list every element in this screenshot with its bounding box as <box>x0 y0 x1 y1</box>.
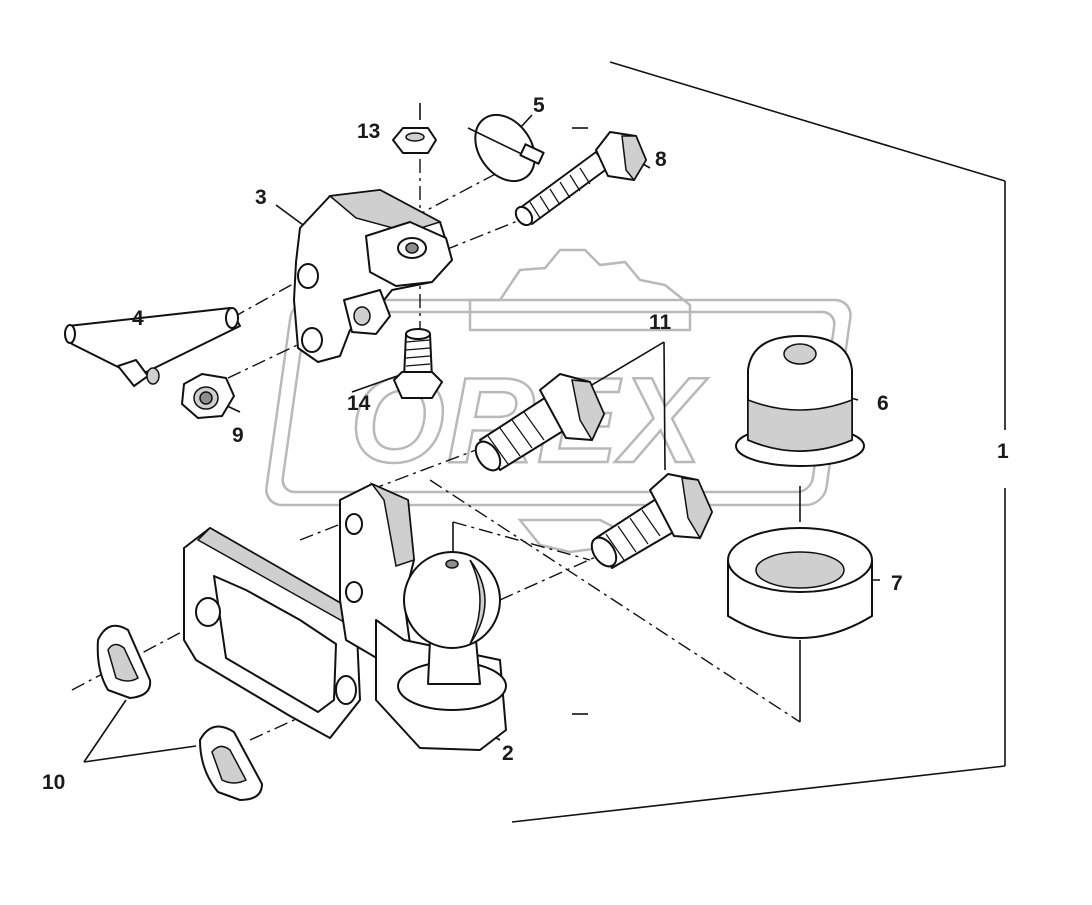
callout-13: 13 <box>357 120 380 143</box>
part-13-nut <box>392 127 437 154</box>
part-7-ring <box>727 527 873 639</box>
callout-1: 1 <box>997 440 1009 463</box>
callout-7: 7 <box>891 572 903 595</box>
part-5-lock-pin <box>467 113 545 183</box>
part-10-washer-lower <box>199 725 263 801</box>
callout-3: 3 <box>255 186 267 209</box>
assembly-bracket <box>511 61 1006 823</box>
callout-2: 2 <box>502 742 514 765</box>
watermark-gear <box>468 248 692 332</box>
part-3-clevis <box>293 189 453 363</box>
part-8-bolt <box>514 131 647 227</box>
part-2-tow-hitch <box>183 482 507 751</box>
callout-9: 9 <box>232 424 244 447</box>
callout-10: 10 <box>42 771 65 794</box>
callout-8: 8 <box>655 148 667 171</box>
part-4-pin <box>64 307 241 387</box>
callout-labels: 1 2 3 4 5 6 7 8 9 10 11 13 14 <box>42 94 1009 794</box>
callout-6: 6 <box>877 392 889 415</box>
callout-5: 5 <box>533 94 545 117</box>
part-10-washer-upper <box>96 624 152 699</box>
callout-4: 4 <box>132 307 144 330</box>
part-9-lock-nut <box>181 373 235 419</box>
part-14-screw <box>393 328 443 399</box>
part-11-bolt-lower <box>590 473 713 569</box>
part-11-bolt-upper <box>474 373 605 472</box>
part-6-cap <box>735 335 865 467</box>
callout-14: 14 <box>347 392 371 415</box>
callout-11: 11 <box>649 311 672 334</box>
